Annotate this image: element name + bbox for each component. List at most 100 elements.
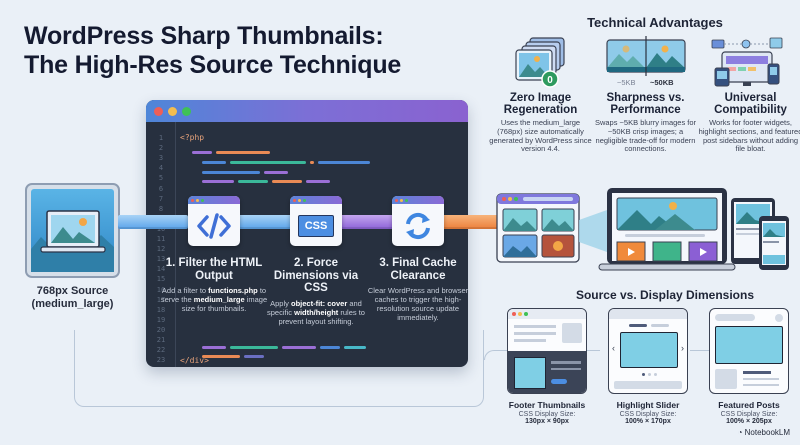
slider-next-icon[interactable]: › [681, 343, 684, 353]
code-brackets-icon [188, 206, 240, 246]
stacked-images-zero-icon: 0 [488, 34, 593, 90]
line-number: 1 [158, 134, 164, 142]
code-line [272, 180, 302, 183]
pipeline-segment [342, 215, 392, 229]
step-3-icon-window [392, 196, 444, 246]
code-line [202, 355, 240, 358]
line-number: 2 [158, 144, 164, 153]
code-line [230, 346, 278, 349]
zero-badge: 0 [547, 75, 553, 86]
card-size-value: 100% × 170px [625, 418, 671, 425]
code-line [318, 161, 370, 164]
line-number: 12 [156, 245, 166, 254]
card-size-label: CSS Display Size: [720, 411, 778, 418]
slider-dots [642, 373, 657, 376]
code-line [216, 151, 270, 154]
window-titlebar [146, 100, 468, 122]
advantage-title: Zero Image Regeneration [503, 92, 578, 116]
multi-device-icon [698, 34, 800, 90]
line-number: 4 [158, 164, 164, 173]
pipeline-segment [444, 215, 504, 229]
code-line [202, 161, 226, 164]
advantage-zero-regeneration: 0 Zero Image Regeneration Uses the mediu… [488, 34, 593, 154]
source-label-line-2: (medium_large) [31, 297, 114, 310]
step-2-icon-window: CSS [290, 196, 342, 246]
line-number: 11 [156, 235, 166, 243]
line-number: 18 [156, 305, 166, 314]
advantage-universal-compatibility: Universal Compatibility Works for footer… [698, 34, 800, 154]
card-title: Footer Thumbnails [508, 400, 586, 410]
maximize-dot-icon [182, 106, 191, 116]
step-text: Apply object-fit: cover and specific wid… [267, 298, 365, 326]
split-image-comparison-icon: ~5KB ~50KB [593, 34, 698, 90]
line-number: 15 [156, 275, 166, 284]
div-close-tag: </div> [180, 356, 209, 365]
source-label: 768px Source (medium_large) [10, 285, 135, 310]
line-number: 13 [156, 255, 166, 264]
code-line [310, 161, 314, 164]
line-number: 23 [156, 356, 166, 365]
line-number: 16 [156, 285, 166, 294]
code-line [202, 171, 260, 174]
code-line [202, 346, 226, 349]
line-number-gutter [146, 122, 176, 367]
advantage-text: Uses the medium_large (768px) size autom… [489, 118, 592, 154]
code-line [282, 346, 316, 349]
code-line [230, 161, 306, 164]
brand-label: NotebookLM [744, 428, 790, 437]
advantage-sharpness-performance: ~5KB ~50KB Sharpness vs. Performance Swa… [593, 34, 698, 154]
line-number: 5 [158, 174, 164, 183]
card-size-label: CSS Display Size: [518, 411, 576, 418]
title-line-2: The High-Res Source Technique [24, 51, 402, 79]
line-number: 21 [156, 336, 166, 344]
step-text: Add a filter to functions.php to serve t… [160, 286, 268, 313]
php-open-tag: <?php [180, 133, 205, 142]
source-image [25, 183, 120, 278]
slider-prev-icon[interactable]: ‹ [612, 343, 615, 353]
pipeline-segment [118, 215, 188, 229]
line-number: 19 [156, 315, 166, 324]
code-line [202, 180, 234, 183]
connector-line [74, 330, 484, 407]
line-number: 6 [158, 184, 164, 193]
line-number: 8 [158, 204, 164, 213]
devices-illustration [495, 186, 795, 281]
line-number: 20 [156, 325, 166, 334]
step-1: 1. Filter the HTML Output Add a filter t… [160, 257, 268, 313]
page-title: WordPress Sharp Thumbnails: The High-Res… [24, 22, 401, 80]
code-line [192, 151, 212, 154]
highlight-slider-label: Highlight Slider CSS Display Size: 100% … [598, 400, 698, 425]
connector-line [690, 350, 710, 351]
title-line-1: WordPress Sharp Thumbnails: [24, 22, 384, 50]
close-dot-icon [154, 106, 163, 116]
source-label-line-1: 768px Source [36, 285, 109, 297]
card-size-value: 130px × 90px [525, 418, 569, 425]
code-line [344, 346, 366, 349]
notebooklm-brand: ◔ NotebookLM [738, 428, 790, 437]
code-line [320, 346, 340, 349]
featured-posts-card [709, 308, 789, 394]
refresh-icon [392, 206, 444, 246]
step-title: 1. Filter the HTML Output [165, 257, 263, 282]
step-title: 3. Final Cache Clearance [379, 257, 457, 282]
card-size-value: 100% × 205px [726, 418, 772, 425]
notebooklm-logo-icon: ◔ [737, 428, 743, 437]
card-title: Highlight Slider [616, 400, 680, 410]
advantage-text: Swaps ~5KB blurry images for ~50KB crisp… [594, 118, 697, 154]
line-number: 3 [158, 154, 164, 163]
step-1-icon-window [188, 196, 240, 246]
css-icon: CSS [290, 206, 342, 246]
featured-posts-label: Featured Posts CSS Display Size: 100% × … [699, 400, 799, 425]
code-line [264, 171, 288, 174]
size-high-label: ~50KB [650, 78, 674, 87]
line-number: 22 [156, 346, 166, 355]
footer-thumbnails-label: Footer Thumbnails CSS Display Size: 130p… [497, 400, 597, 425]
step-text: Clear WordPress and browser caches to tr… [367, 286, 469, 322]
highlight-slider-card: ‹ › [608, 308, 688, 394]
step-2: 2. Force Dimensions via CSS Apply object… [262, 257, 370, 326]
line-number: 14 [156, 265, 166, 274]
laptop-landscape-icon [31, 189, 114, 272]
size-low-label: ~5KB [617, 78, 636, 87]
source-vs-display-heading: Source vs. Display Dimensions [575, 288, 755, 302]
technical-advantages-heading: Technical Advantages [587, 15, 723, 30]
